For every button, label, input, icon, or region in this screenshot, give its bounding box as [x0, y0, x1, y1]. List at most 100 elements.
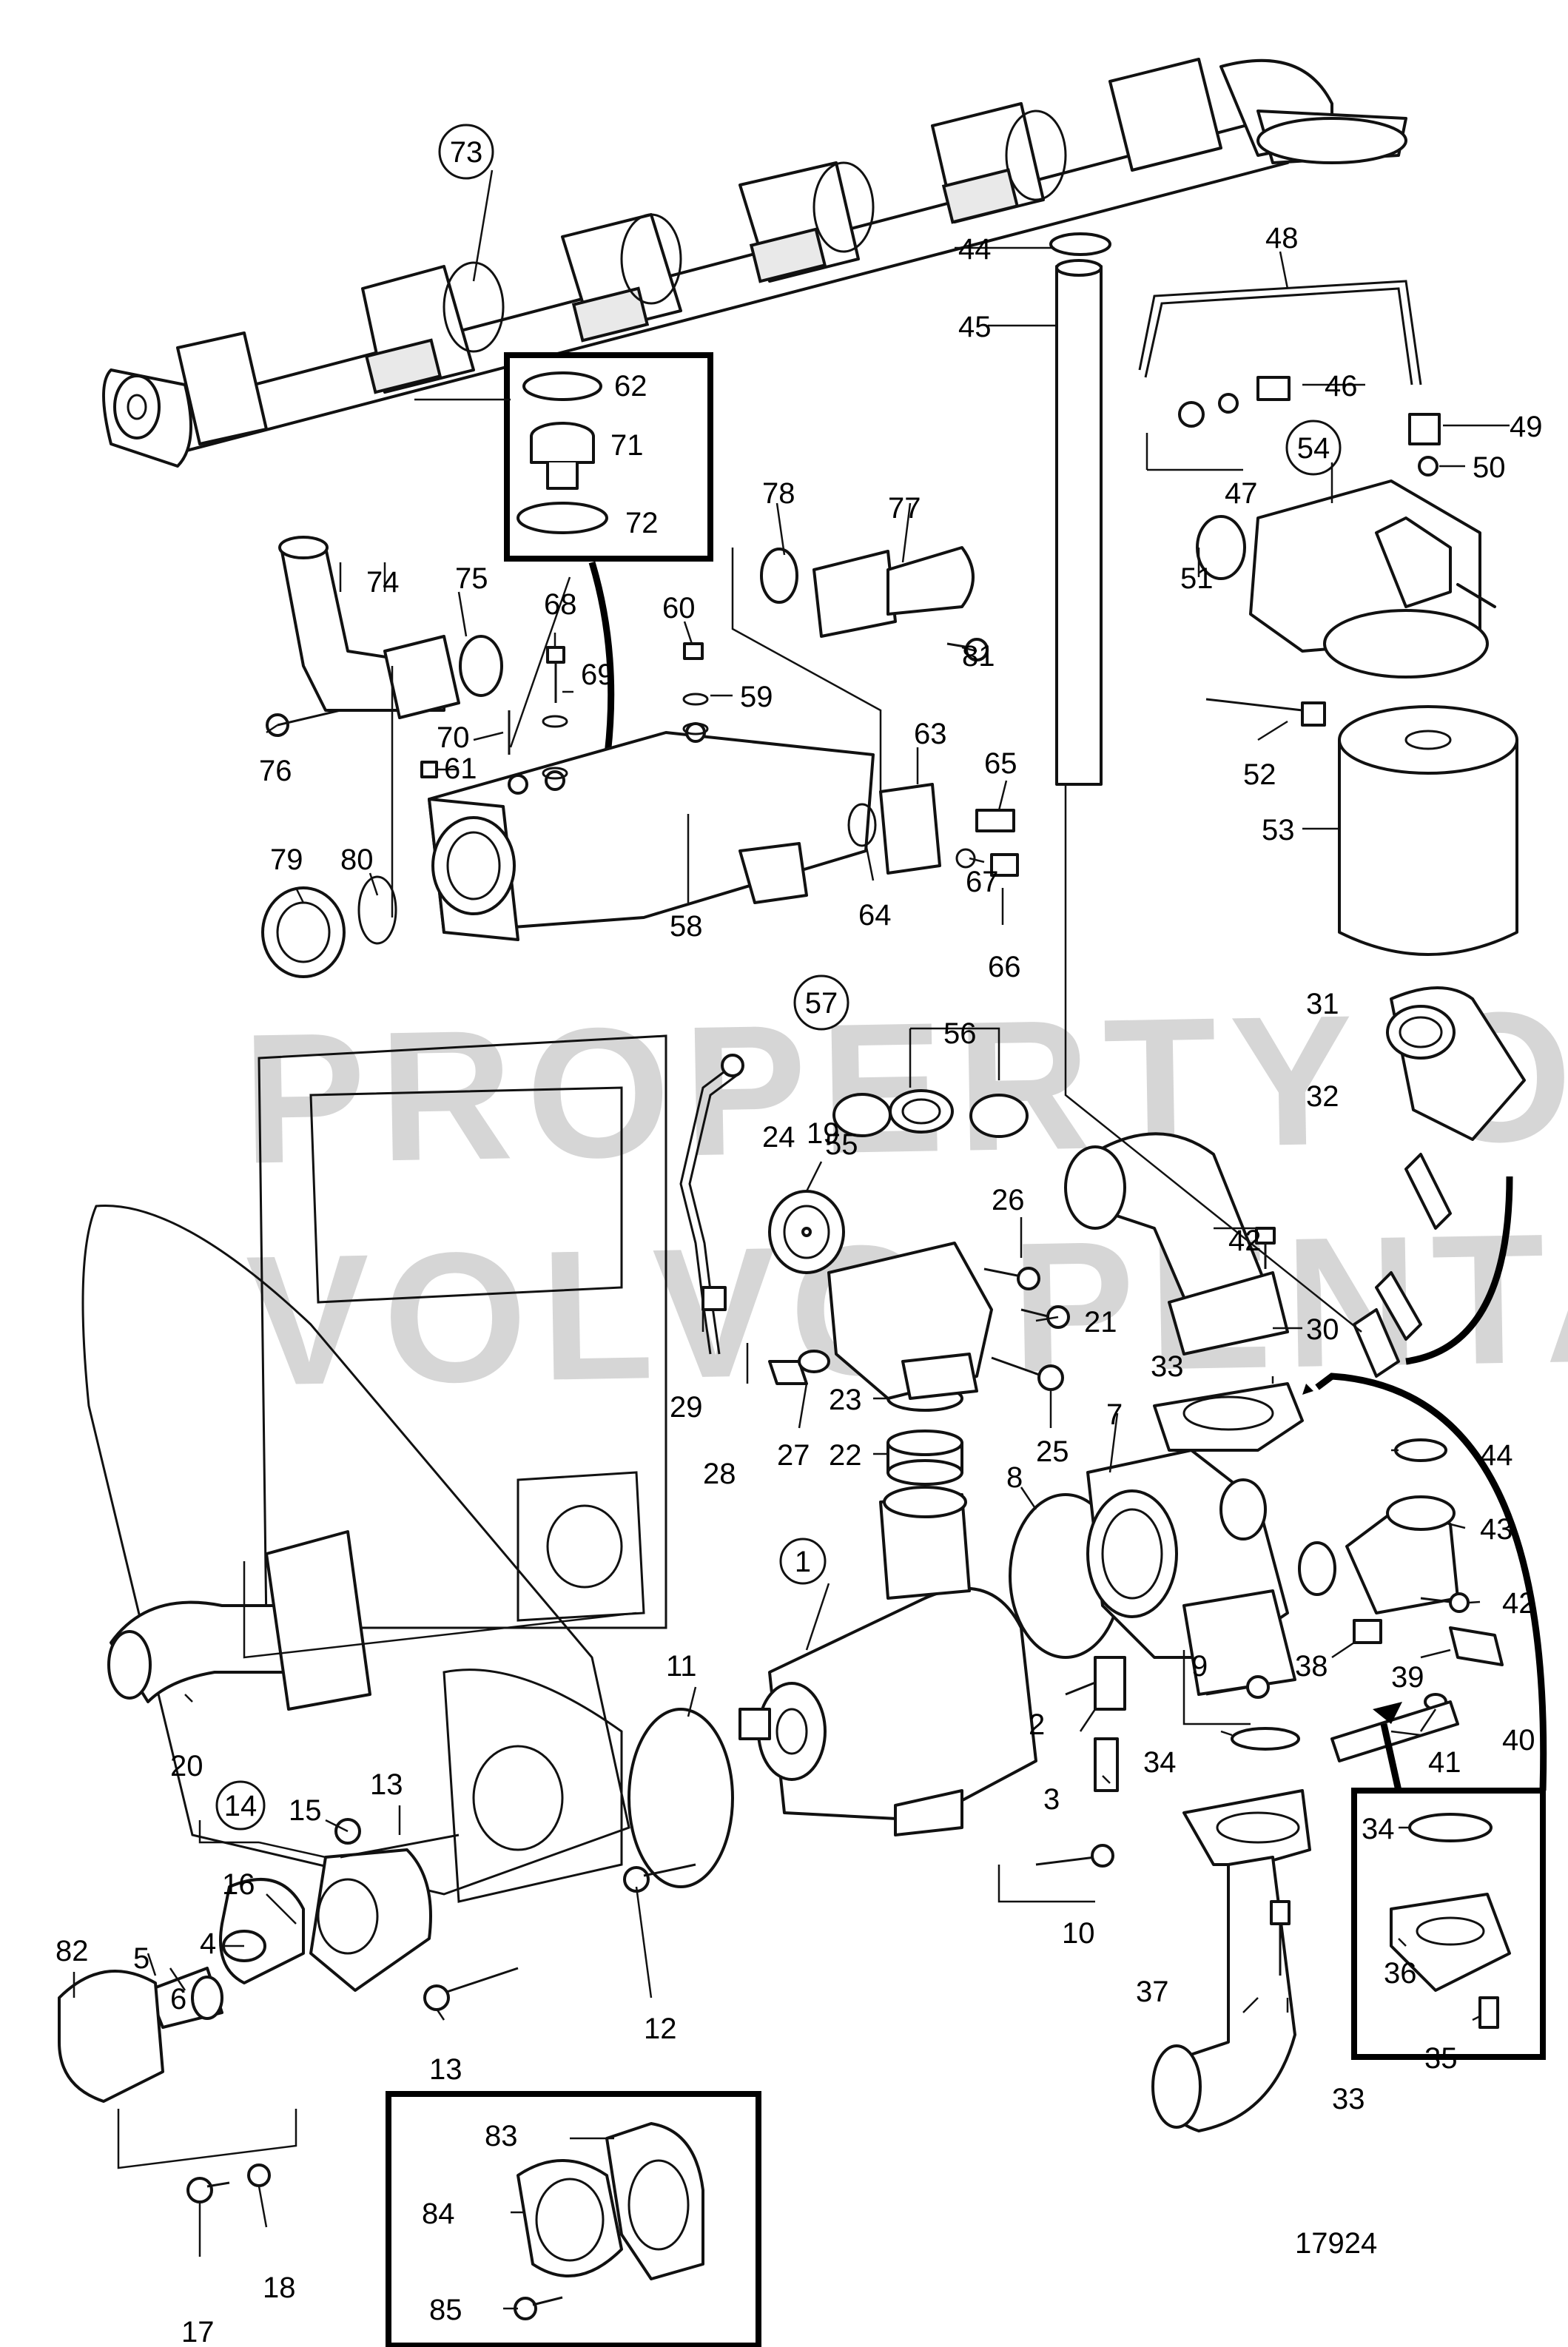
fitting-55: [832, 1089, 1029, 1138]
callout: 72: [625, 507, 659, 539]
callout: 45: [958, 311, 992, 343]
callout: 49: [1510, 411, 1543, 443]
oil-filter: [1196, 479, 1518, 956]
callout: 50: [1473, 451, 1506, 484]
bolts-top: [420, 642, 709, 780]
callout: 44: [958, 233, 992, 266]
callout: 65: [984, 747, 1017, 780]
callout: 55: [825, 1128, 858, 1161]
callout-labels: 1 2 3 4 5 6 7 8 9 10 11 12 13 13 14 15 1…: [55, 136, 1543, 2347]
inset-box-34-36: [1302, 1176, 1547, 2060]
callout: 58: [670, 910, 703, 943]
callout: 34: [1362, 1813, 1395, 1845]
circle-markers: [215, 124, 1342, 1831]
callout: 3: [1043, 1783, 1060, 1816]
callout: 66: [988, 951, 1021, 983]
callout: 28: [703, 1458, 736, 1490]
callout: 30: [1306, 1313, 1339, 1346]
pump-cover-assembly: [58, 1818, 696, 2203]
callout: 61: [444, 752, 477, 785]
callout: 37: [1136, 1976, 1169, 2008]
callout: 34: [1143, 1746, 1177, 1779]
engine-block: [81, 1034, 667, 1903]
callout: 40: [1502, 1724, 1535, 1757]
thermostat-housing: [1086, 1449, 1296, 1696]
callout: 20: [170, 1750, 203, 1782]
callout: 36: [1384, 1957, 1417, 1990]
callout: 46: [1325, 370, 1358, 403]
pipe-20: [107, 1530, 371, 1711]
camshaft-assembly: [102, 58, 1407, 468]
inset-box-83-85: [386, 2091, 761, 2347]
fittings-2-3: [1065, 1656, 1126, 1792]
pipe-19: [768, 1190, 993, 1400]
callout: 25: [1036, 1435, 1069, 1468]
callout: 68: [544, 588, 577, 621]
callout: 7: [1106, 1398, 1123, 1431]
callout: 26: [992, 1184, 1025, 1216]
callout: 4: [200, 1927, 216, 1960]
callout: 78: [762, 477, 795, 510]
callout: 51: [1180, 562, 1214, 595]
callout: 85: [429, 2294, 462, 2326]
inset-box-oring-valve: [504, 352, 713, 917]
callout: 9: [1191, 1650, 1208, 1683]
callout: 10: [1062, 1917, 1095, 1950]
callout: 75: [455, 562, 488, 595]
callout: 82: [55, 1935, 89, 1967]
elbow-31: [1353, 986, 1526, 1378]
callout: 56: [943, 1017, 977, 1050]
callout: 77: [888, 492, 921, 525]
callout: 81: [962, 640, 995, 673]
callout: 74: [366, 566, 400, 599]
callout: 71: [610, 429, 644, 462]
callout: 31: [1306, 988, 1339, 1020]
callout: 11: [666, 1650, 697, 1683]
callout: 1: [795, 1546, 811, 1578]
callout: 21: [1084, 1306, 1117, 1339]
callout: 70: [437, 721, 470, 754]
callout: 84: [422, 2198, 455, 2230]
callout: 76: [259, 755, 292, 787]
callout: 59: [740, 681, 773, 713]
cover-63: [847, 783, 1019, 877]
callout: 32: [1306, 1080, 1339, 1113]
callout: 47: [1225, 477, 1258, 510]
callout: 15: [289, 1794, 322, 1827]
callout: 33: [1332, 2083, 1365, 2115]
callout: 33: [1151, 1350, 1184, 1383]
callout: 14: [224, 1790, 258, 1822]
callout: 63: [914, 718, 947, 750]
callout: 79: [270, 843, 303, 876]
water-pump: [738, 1486, 1037, 1836]
callout: 42: [1502, 1587, 1535, 1620]
pipe-29: [679, 1054, 830, 1385]
callout: 83: [485, 2120, 518, 2152]
callout: 44: [1480, 1439, 1513, 1472]
flange-79: [261, 875, 397, 978]
callout: 48: [1265, 222, 1299, 255]
pipe-37: [1151, 1789, 1311, 2132]
leader-lines: [73, 169, 1510, 2310]
callout: 8: [1006, 1461, 1023, 1494]
callout: 41: [1428, 1746, 1461, 1779]
callout: 18: [263, 2272, 296, 2304]
callout: 73: [450, 136, 483, 169]
callout: 67: [966, 866, 999, 898]
callout: 69: [581, 659, 614, 691]
o-ring-11: [627, 1708, 734, 1888]
callout: 35: [1424, 2042, 1458, 2075]
callout: 24: [762, 1121, 795, 1154]
callout: 13: [370, 1768, 403, 1801]
callout: 19: [807, 1117, 840, 1150]
callout: 2: [1029, 1708, 1045, 1741]
callout: 54: [1297, 432, 1330, 465]
callout: 64: [858, 899, 892, 932]
flange-77: [760, 546, 989, 661]
pipe-74: [266, 536, 503, 737]
callout: 22: [829, 1439, 862, 1472]
callout: 16: [222, 1868, 255, 1901]
pipe-30: [1064, 1132, 1304, 1452]
tube-45: [1049, 232, 1111, 786]
